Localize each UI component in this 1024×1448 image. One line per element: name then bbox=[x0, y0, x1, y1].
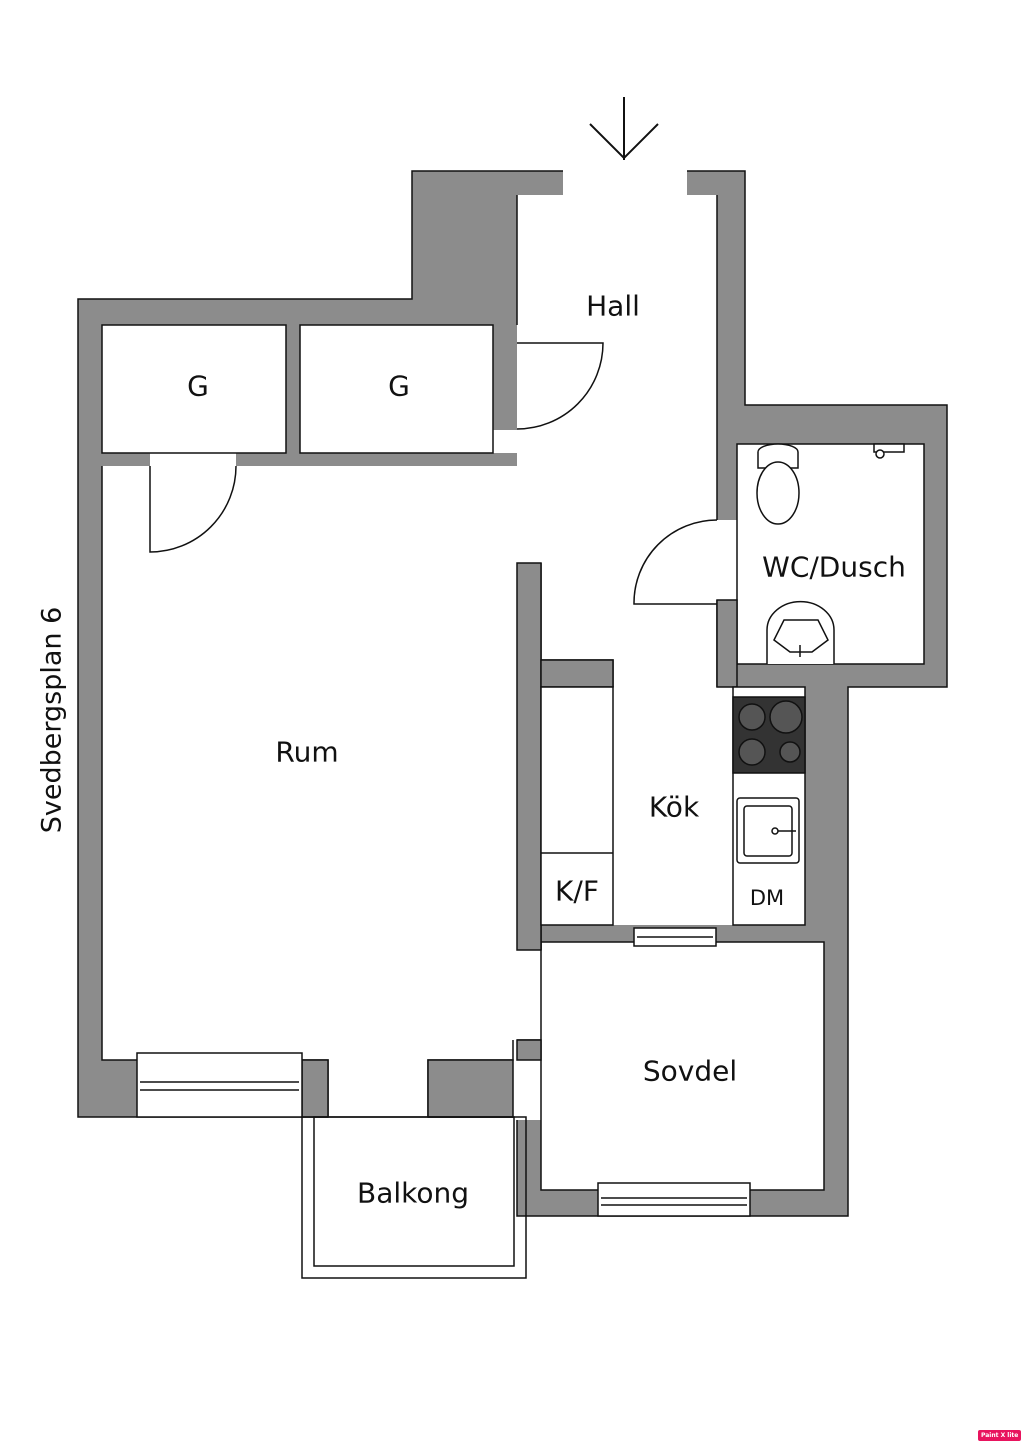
street-label: Svedbergsplan 6 bbox=[36, 606, 68, 834]
label-fridge: K/F bbox=[555, 874, 599, 908]
toilet-icon bbox=[756, 443, 800, 525]
room-label-kitchen: Kök bbox=[648, 790, 700, 824]
sink-icon bbox=[736, 797, 800, 864]
balcony-outline bbox=[301, 1116, 527, 1279]
door-swings bbox=[149, 342, 718, 605]
room-label-storage-2: G bbox=[388, 369, 410, 403]
room-label-bathroom: WC/Dusch bbox=[762, 550, 906, 584]
windows bbox=[136, 927, 751, 1217]
label-dishwasher: DM bbox=[749, 886, 785, 910]
shower-icon bbox=[873, 443, 905, 459]
washbasin-icon bbox=[766, 600, 835, 664]
entrance-arrow-icon bbox=[589, 97, 659, 160]
room-label-balcony: Balkong bbox=[356, 1176, 470, 1210]
watermark-badge: Paint X lite bbox=[978, 1430, 1022, 1441]
room-label-bedroom: Sovdel bbox=[642, 1054, 738, 1088]
room-label-storage-1: G bbox=[187, 369, 209, 403]
room-label-living: Rum bbox=[275, 735, 339, 769]
room-label-hall: Hall bbox=[586, 289, 640, 323]
